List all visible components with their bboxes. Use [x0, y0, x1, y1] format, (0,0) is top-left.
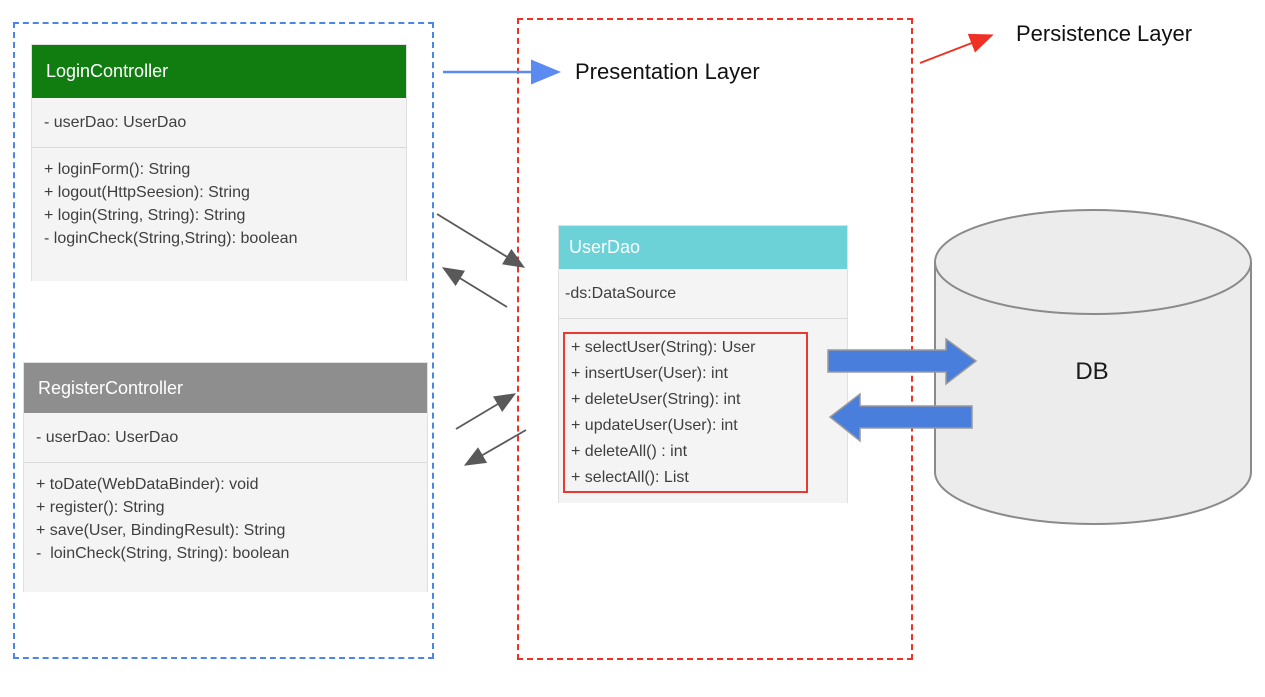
db-label: DB — [1075, 358, 1109, 385]
method-line: + selectAll(): List — [571, 469, 689, 486]
user-dao-class: UserDao -ds:DataSource + selectUser(Stri… — [558, 225, 848, 503]
user-dao-methods: + selectUser(String): User + insertUser(… — [559, 319, 847, 503]
register-controller-methods: + toDate(WebDataBinder): void + register… — [24, 463, 427, 592]
method-line: + deleteAll() : int — [571, 443, 688, 460]
register-controller-attributes: - userDao: UserDao — [24, 413, 427, 463]
login-controller-header: LoginController — [32, 45, 406, 98]
attribute-line: -ds:DataSource — [565, 284, 677, 302]
class-title: RegisterController — [38, 377, 184, 398]
method-line: + insertUser(User): int — [571, 365, 728, 382]
dao-to-login-arrow — [441, 267, 508, 308]
method-line: + logout(HttpSeesion): String — [44, 184, 250, 201]
user-dao-header: UserDao — [559, 226, 847, 269]
persistence-layer-label: Persistence Layer — [1016, 21, 1193, 46]
method-line: + deleteUser(String): int — [571, 391, 741, 408]
presentation-layer-label: Presentation Layer — [575, 59, 760, 84]
register-controller-class: RegisterController - userDao: UserDao + … — [23, 362, 428, 592]
method-line: - loinCheck(String, String): boolean — [36, 545, 290, 562]
method-line: + loginForm(): String — [44, 161, 191, 178]
class-title: LoginController — [46, 61, 169, 81]
method-line: + toDate(WebDataBinder): void — [36, 476, 259, 493]
attribute-line: - userDao: UserDao — [36, 429, 179, 446]
register-controller-header: RegisterController — [24, 363, 427, 413]
presentation-layer-boundary — [13, 22, 434, 659]
class-title: UserDao — [569, 237, 641, 257]
method-line: + updateUser(User): int — [571, 417, 738, 434]
method-line: - loginCheck(String,String): boolean — [44, 230, 298, 247]
method-line: + register(): String — [36, 499, 165, 516]
user-dao-attributes: -ds:DataSource — [559, 269, 847, 319]
login-to-dao-arrow — [436, 213, 526, 268]
method-line: + login(String, String): String — [44, 207, 246, 224]
login-controller-methods: + loginForm(): String + logout(HttpSeesi… — [32, 148, 406, 281]
method-highlight-box: + selectUser(String): User + insertUser(… — [563, 332, 808, 493]
login-controller-attributes: - userDao: UserDao — [32, 98, 406, 148]
method-line: + selectUser(String): User — [571, 339, 756, 356]
register-to-dao-arrow — [455, 393, 517, 430]
attribute-line: - userDao: UserDao — [44, 114, 187, 131]
persistence-label-arrow — [919, 33, 994, 64]
login-controller-class: LoginController - userDao: UserDao + log… — [31, 44, 407, 281]
method-line: + save(User, BindingResult): String — [36, 522, 286, 539]
